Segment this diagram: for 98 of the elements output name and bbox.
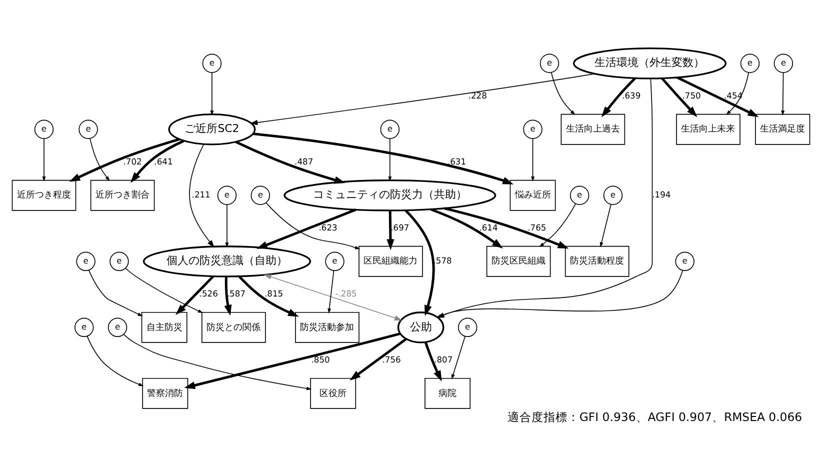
arrow — [781, 72, 785, 115]
node-circle: e — [523, 119, 542, 138]
arrow — [88, 269, 143, 316]
node-circle: e — [76, 251, 96, 270]
edge-label: .211 — [192, 188, 210, 199]
edge-label: .750 — [682, 90, 701, 100]
node-circle: e — [250, 185, 270, 204]
node-box: 生活満足度 — [755, 113, 810, 144]
arrow — [266, 202, 360, 249]
arrow — [444, 206, 569, 248]
arrow — [388, 138, 392, 181]
arrow — [125, 267, 203, 313]
arrow — [184, 332, 401, 389]
node-ellipse: 生活環境（外生変数） — [572, 47, 727, 79]
node-box: 防災との関係 — [202, 311, 266, 342]
arrow — [328, 270, 334, 313]
arrow — [224, 276, 232, 316]
arrow — [404, 208, 435, 316]
node-circle: e — [603, 185, 623, 204]
node-box: 近所つき割合 — [90, 179, 155, 210]
edge-label: .756 — [382, 354, 401, 364]
node-box: 生活向上過去 — [560, 113, 626, 144]
edge-label: .641 — [154, 156, 173, 166]
arrow — [550, 72, 576, 114]
arrow — [210, 72, 214, 115]
node-circle: e — [740, 53, 760, 72]
edge-label: .807 — [434, 354, 453, 364]
node-box: 近所つき程度 — [12, 179, 76, 210]
node-box: 自主防災 — [141, 311, 188, 342]
node-circle: e — [675, 251, 694, 270]
node-ellipse: ご近所SC2 — [168, 113, 256, 145]
arrow — [600, 203, 612, 247]
edge-label: .614 — [479, 222, 498, 232]
node-circle: e — [34, 119, 54, 138]
node-circle: e — [540, 53, 560, 72]
edge-label: .623 — [318, 222, 338, 232]
node-circle: e — [202, 53, 222, 72]
arrow — [386, 210, 394, 250]
node-circle: e — [325, 251, 344, 270]
arrow — [123, 333, 312, 390]
arrow — [130, 139, 184, 182]
arrow — [189, 143, 214, 247]
edge-label: .631 — [447, 156, 466, 166]
arrow — [235, 140, 346, 184]
edge-label: .578 — [433, 254, 452, 265]
arrow — [661, 76, 698, 117]
node-circle: e — [774, 53, 794, 72]
arrow — [531, 138, 535, 181]
node-box: 防災活動参加 — [295, 311, 360, 342]
edge-label: -.285 — [335, 288, 357, 298]
arrow — [539, 202, 576, 247]
node-circle: e — [110, 251, 129, 270]
arrow — [225, 204, 229, 247]
node-circle: e — [74, 317, 94, 336]
arrow — [252, 132, 514, 184]
node-circle: e — [108, 317, 128, 336]
arrow — [601, 76, 636, 117]
arrow — [256, 208, 356, 248]
node-box: 防災区民組織 — [486, 245, 551, 276]
node-box: 区民組織能力 — [358, 245, 423, 276]
edge-label: .194 — [652, 188, 671, 199]
node-ellipse: 個人の防災意識（自助） — [142, 245, 312, 277]
arrow — [238, 275, 299, 316]
node-circle: e — [570, 185, 590, 204]
edge-label: .487 — [294, 156, 314, 166]
edge-label: .850 — [311, 354, 330, 364]
caption: 適合度指標：GFI 0.936、AGFI 0.907、RMSEA 0.066 — [507, 410, 802, 424]
arrow — [264, 274, 402, 320]
arrow — [69, 138, 180, 182]
edge-label: .587 — [226, 288, 246, 298]
arrow — [430, 208, 503, 248]
edge-label: .702 — [123, 156, 142, 166]
edge-label: .765 — [528, 222, 546, 232]
arrow — [424, 341, 442, 382]
node-box: 防災活動程度 — [564, 245, 630, 276]
node-ellipse: コミュニティの防災力（共助） — [284, 179, 496, 211]
arrow — [176, 275, 214, 315]
arrow — [452, 335, 466, 379]
node-circle: e — [380, 119, 400, 138]
node-box: 生活向上未来 — [676, 113, 740, 144]
arrow — [676, 76, 759, 116]
edge-label: .228 — [468, 90, 487, 100]
node-circle: e — [217, 185, 237, 204]
node-circle: e — [78, 119, 98, 138]
arrow — [90, 138, 110, 181]
node-circle: e — [458, 317, 478, 336]
edge-label: .639 — [622, 90, 641, 100]
arrow — [42, 138, 46, 181]
edge-label: .697 — [390, 222, 410, 232]
node-box: 病院 — [424, 377, 471, 408]
arrow — [250, 72, 596, 125]
edge-label: .815 — [264, 288, 284, 298]
arrow — [350, 338, 407, 380]
node-box: 警察消防 — [142, 377, 188, 408]
node-box: 悩み近所 — [510, 179, 556, 210]
edge-label: .526 — [199, 288, 218, 298]
node-box: 区役所 — [310, 377, 356, 408]
arrow — [86, 335, 144, 386]
